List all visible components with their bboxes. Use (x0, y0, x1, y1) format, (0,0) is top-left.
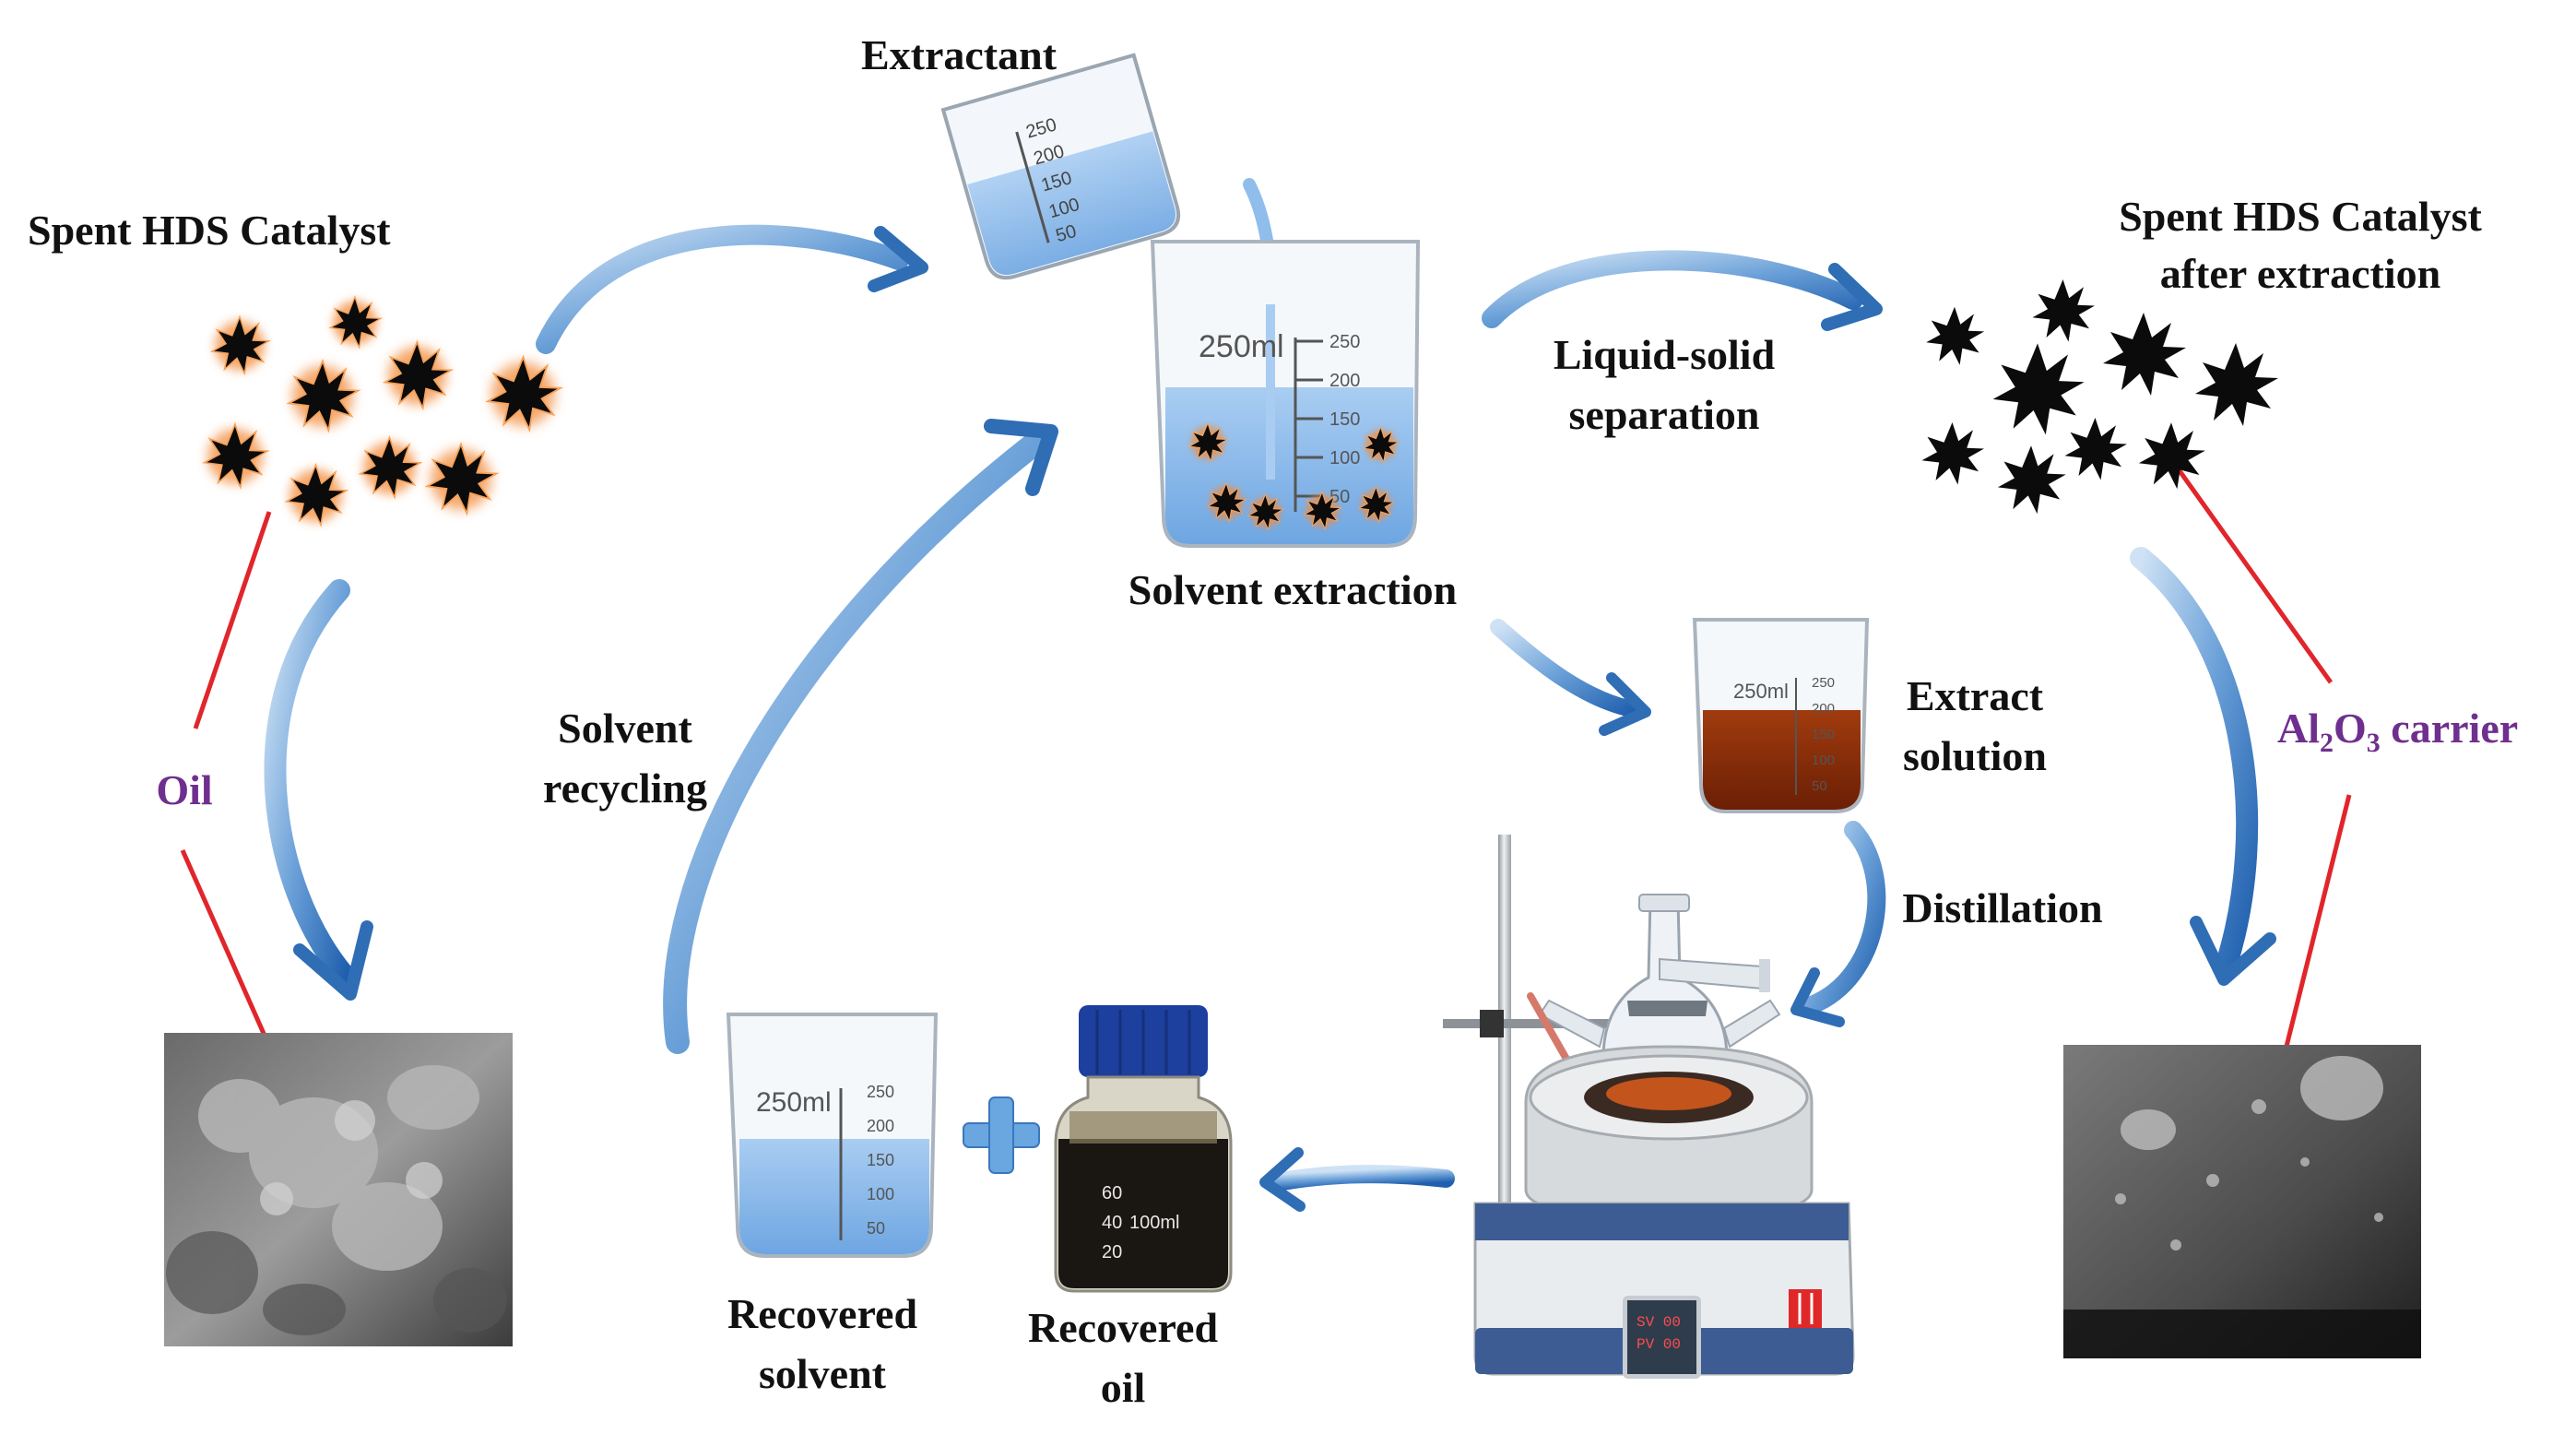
extraction-tick-label: 100 (1329, 448, 1360, 468)
label-recovered-oil-line1: Recovered (1028, 1304, 1218, 1351)
label-liquid-solid-line2: separation (1569, 391, 1760, 438)
bottle-mark: 40 (1102, 1213, 1122, 1233)
particle-icon (330, 297, 381, 348)
particle-icon (2032, 279, 2095, 342)
distillation-apparatus: SV 00 PV 00 (1443, 835, 1855, 1379)
arrow-to-recovered (1259, 1147, 1455, 1212)
particle-icon (2195, 343, 2278, 426)
recovered-oil-bottle: 100ml 60 40 20 (1054, 1005, 1233, 1293)
particle-icon (2138, 422, 2205, 490)
particle-icon (2064, 418, 2127, 480)
arrow-to-separated-catalyst (1482, 250, 1883, 331)
extraction-tick-label: 250 (1329, 332, 1360, 352)
label-oil: Oil (156, 766, 212, 813)
extracted-catalyst-particles (1921, 279, 2278, 515)
label-extract-solution-line2: solution (1903, 732, 2047, 779)
label-spent-after-line1: Spent HDS Catalyst (2119, 193, 2482, 240)
spent-catalyst-particles (205, 297, 561, 525)
bottle-mark: 100ml (1129, 1213, 1179, 1233)
label-recovered-solvent-line1: Recovered (727, 1290, 917, 1337)
bottle-mark: 20 (1102, 1242, 1122, 1262)
label-solvent-recycling-line1: Solvent (558, 705, 692, 752)
display-pv: PV 00 (1637, 1336, 1681, 1353)
particle-icon (289, 362, 358, 431)
extract-tick-label: 50 (1812, 778, 1827, 794)
particle-icon (1926, 306, 1985, 365)
extraction-tick-label: 200 (1329, 371, 1360, 391)
solvent-tick-label: 250 (867, 1083, 894, 1101)
extract-tick-label: 150 (1812, 727, 1835, 742)
carrier-link-line-top (2173, 464, 2334, 684)
sem-image-al2o3-carrier (2063, 1045, 2421, 1358)
particle-icon (287, 465, 347, 525)
bottle-mark: 60 (1102, 1183, 1122, 1203)
particle-icon (212, 317, 269, 374)
sem-image-spent-catalyst (164, 1033, 513, 1346)
arrow-oil-to-sem (264, 579, 373, 1001)
label-distillation: Distillation (1902, 884, 2102, 931)
particle-icon (2103, 313, 2186, 396)
extraction-beaker: 250ml 250 200 150 100 50 (1150, 240, 1421, 548)
arrow-distillation (1790, 821, 1886, 1027)
label-extract-solution-line1: Extract (1907, 672, 2044, 719)
label-spent-after-line2: after extraction (2160, 250, 2440, 297)
particle-icon (360, 437, 420, 497)
oil-link-line-top (193, 511, 272, 729)
solvent-tick-label: 150 (867, 1151, 894, 1169)
particle-icon (1997, 445, 2066, 515)
particle-icon (385, 342, 452, 409)
label-recovered-oil-line2: oil (1101, 1364, 1146, 1411)
display-sv: SV 00 (1637, 1314, 1681, 1331)
extraction-tick-label: 150 (1329, 409, 1360, 430)
extraction-beaker-volume: 250ml (1199, 329, 1284, 364)
extract-solution-beaker: 250ml 250 200 150 100 50 (1692, 618, 1870, 813)
extract-tick-label: 100 (1812, 753, 1835, 768)
arrow-carrier-to-sem (2130, 547, 2276, 986)
solvent-beaker-volume: 250ml (756, 1087, 832, 1118)
al2o3-part-carrier: carrier (2381, 705, 2518, 752)
arrow-to-extract-solution (1490, 619, 1651, 736)
label-solvent-extraction: Solvent extraction (1128, 566, 1457, 613)
label-spent-catalyst: Spent HDS Catalyst (28, 207, 391, 254)
particle-icon (488, 357, 561, 430)
arrow-solvent-recycling (663, 419, 1058, 1054)
solvent-tick-label: 50 (867, 1219, 885, 1238)
label-solvent-recycling-line2: recycling (543, 764, 707, 812)
pouring-beaker: 250 200 150 100 50 (940, 53, 1181, 280)
particle-icon (1992, 343, 2085, 435)
al2o3-sub-2: 2 (2320, 728, 2334, 758)
label-recovered-solvent-line2: solvent (759, 1350, 887, 1397)
al2o3-part-al: Al (2277, 705, 2320, 752)
al2o3-part-o: O (2334, 705, 2367, 752)
solvent-tick-label: 100 (867, 1185, 894, 1203)
al2o3-sub-3: 3 (2367, 728, 2381, 758)
solvent-tick-label: 200 (867, 1117, 894, 1135)
label-extractant: Extractant (861, 31, 1058, 78)
label-liquid-solid-line1: Liquid-solid (1554, 331, 1776, 378)
arrow-to-extraction (536, 224, 928, 354)
recovered-solvent-beaker: 250ml 250 200 150 100 50 (726, 1013, 939, 1258)
particle-icon (205, 424, 267, 487)
label-al2o3-carrier: Al2O3 carrier (2277, 705, 2518, 758)
particle-icon (427, 444, 496, 514)
extract-tick-label: 200 (1812, 701, 1835, 717)
particle-icon (1921, 422, 1984, 485)
extract-beaker-volume: 250ml (1733, 680, 1789, 703)
extract-tick-label: 250 (1812, 675, 1835, 691)
plus-icon (963, 1096, 1040, 1174)
